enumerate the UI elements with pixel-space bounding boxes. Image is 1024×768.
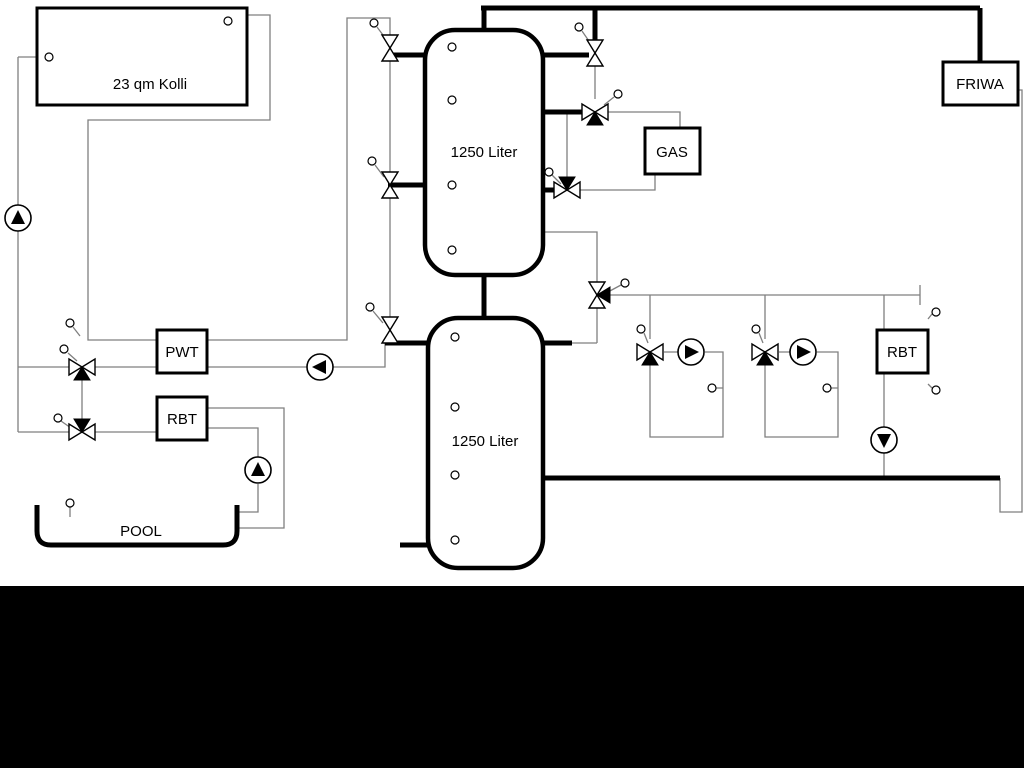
three-way-valve-distribution-icon [588,281,611,309]
three-way-valve-gas-supply-icon [581,103,609,126]
circuit1-sensor-icon [707,383,717,393]
three-way-valve-pool-icon [68,418,96,441]
bottom-black-bar [0,586,1024,768]
tank-sensor-icon [450,470,460,480]
valve-actuator-icon [59,344,69,354]
tank-sensor-icon [450,402,460,412]
tank-sensor-icon [450,332,460,342]
gas-label: GAS [656,144,688,161]
valve-actuator-icon [636,324,646,334]
tank-sensor-icon [447,180,457,190]
solar-pump-icon [4,204,32,232]
rbt-return-pump-icon [870,426,898,454]
solar-collector-label: 23 qm Kolli [113,76,187,93]
buffer-tank-bottom [425,315,546,571]
tank-sensor-icon [450,535,460,545]
three-way-valve-solar-icon [68,358,96,381]
rbt-left-label: RBT [167,411,197,428]
mixing-valve-circuit1-icon [636,343,664,366]
charging-pump-icon [306,353,334,381]
valve-actuator-icon [53,413,63,423]
main-pipes-path [385,5,1000,548]
diagram-canvas: 23 qm Kolli 1250 Liter 1250 Liter PWT RB… [0,0,1024,586]
collector-outlet-sensor-icon [44,52,54,62]
valve-actuator-icon [369,18,379,28]
buffer-tank-bottom-label: 1250 Liter [452,433,519,450]
gas-boiler-box [643,126,702,176]
valve-actuator-icon [365,302,375,312]
rbt-right-box [875,328,930,375]
rbt-right-label: RBT [887,344,917,361]
tank-sensor-icon [447,42,457,52]
pool-sensor-icon [65,498,75,508]
pool-pump-icon [244,456,272,484]
main-pipes [385,5,1000,548]
circuit1-pump-icon [677,338,705,366]
valve-actuator-icon [574,22,584,32]
mixing-valve-circuit2-icon [751,343,779,366]
buffer-tank-top [422,27,546,278]
valve-tank-bottom-icon [381,316,399,344]
friwa-label: FRIWA [956,76,1004,93]
schematic-svg: 23 qm Kolli 1250 Liter 1250 Liter PWT RB… [4,5,1023,571]
valve-tank-top-upper-icon [381,34,399,62]
valve-actuator-icon [751,324,761,334]
valve-actuator-icon [544,167,554,177]
valve-actuator-icon [613,89,623,99]
circuit2-sensor-icon [822,383,832,393]
circuit2-pump-icon [789,338,817,366]
pwt-label: PWT [165,344,198,361]
valve-header-icon [586,39,604,67]
rbt-right-sensor-icon [931,385,941,395]
rbt-right-sensor-icon [931,307,941,317]
collector-sensor-icon [223,16,233,26]
pool-basin [34,505,240,548]
buffer-tank-top-label: 1250 Liter [451,144,518,161]
tank-sensor-icon [447,245,457,255]
solar-collector-box [35,6,249,107]
pwt-inlet-sensor-icon [65,318,75,328]
pool-label: POOL [120,523,162,540]
valve-actuator-icon [367,156,377,166]
pwt-heat-exchanger-box [155,328,209,375]
valve-actuator-icon [620,278,630,288]
tank-sensor-icon [447,95,457,105]
rbt-left-box [155,395,209,442]
friwa-box [941,60,1020,107]
